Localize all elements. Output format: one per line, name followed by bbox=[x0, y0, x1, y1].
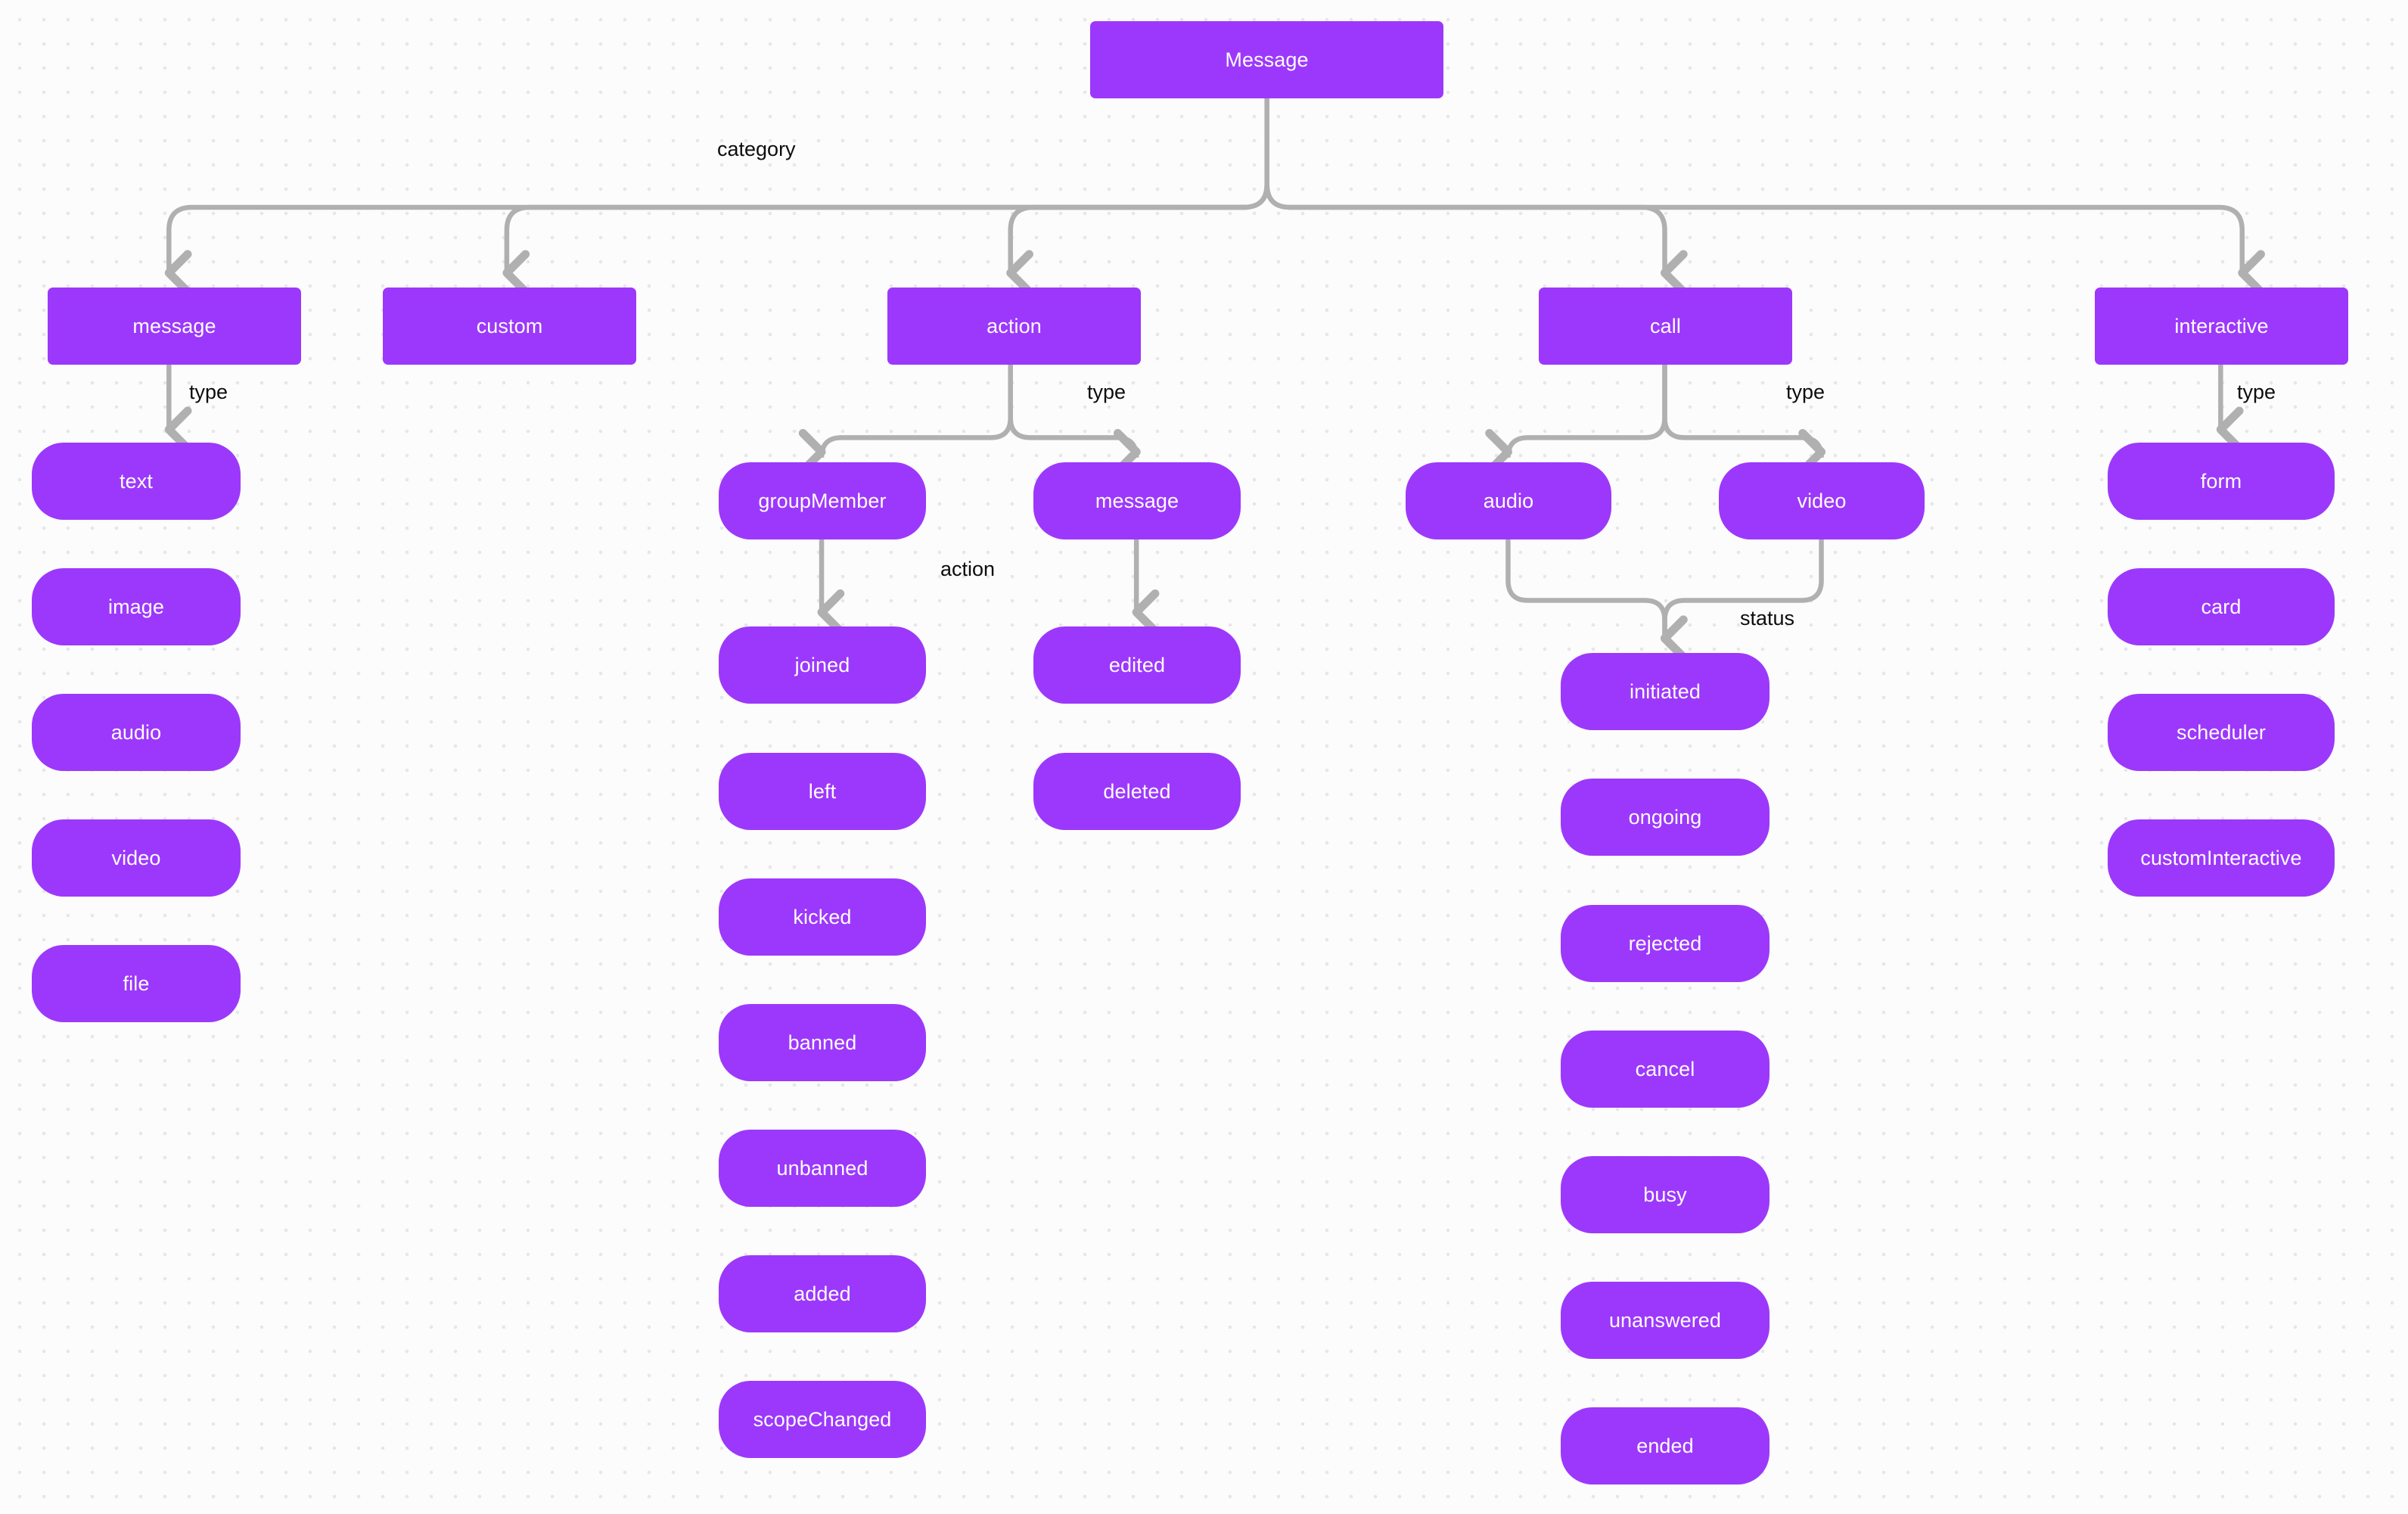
node-category-message[interactable]: message bbox=[48, 288, 301, 365]
edge-label-message-type: type bbox=[189, 381, 228, 403]
node-call-status-busy[interactable]: busy bbox=[1561, 1156, 1769, 1233]
node-call-status-ongoing[interactable]: ongoing bbox=[1561, 779, 1769, 856]
node-action-type-message[interactable]: message bbox=[1033, 462, 1241, 539]
edge-label-action-type: type bbox=[1087, 381, 1126, 403]
node-message-type-file[interactable]: file bbox=[32, 945, 241, 1022]
node-category-call[interactable]: call bbox=[1539, 288, 1792, 365]
node-interactive-type-form[interactable]: form bbox=[2108, 443, 2335, 520]
node-category-interactive[interactable]: interactive bbox=[2095, 288, 2348, 365]
node-action-type-groupmember[interactable]: groupMember bbox=[719, 462, 926, 539]
edge-label-interactive-type: type bbox=[2237, 381, 2276, 403]
node-message-type-image[interactable]: image bbox=[32, 568, 241, 645]
edge-label-category: category bbox=[717, 138, 796, 160]
node-groupmember-action-kicked[interactable]: kicked bbox=[719, 878, 926, 956]
node-groupmember-action-added[interactable]: added bbox=[719, 1255, 926, 1332]
node-call-status-rejected[interactable]: rejected bbox=[1561, 905, 1769, 982]
node-groupmember-action-scopechanged[interactable]: scopeChanged bbox=[719, 1381, 926, 1458]
node-message-action-edited[interactable]: edited bbox=[1033, 626, 1241, 704]
node-message-type-audio[interactable]: audio bbox=[32, 694, 241, 771]
node-message-type-text[interactable]: text bbox=[32, 443, 241, 520]
edge-label-call-status: status bbox=[1740, 607, 1795, 630]
node-root[interactable]: Message bbox=[1090, 21, 1443, 98]
node-interactive-type-card[interactable]: card bbox=[2108, 568, 2335, 645]
node-category-action[interactable]: action bbox=[887, 288, 1141, 365]
edge-label-action-action: action bbox=[940, 558, 996, 580]
node-groupmember-action-banned[interactable]: banned bbox=[719, 1004, 926, 1081]
node-interactive-type-custominteractive[interactable]: customInteractive bbox=[2108, 819, 2335, 897]
node-category-custom[interactable]: custom bbox=[383, 288, 636, 365]
node-groupmember-action-left[interactable]: left bbox=[719, 753, 926, 830]
node-call-type-audio[interactable]: audio bbox=[1406, 462, 1611, 539]
node-call-status-initiated[interactable]: initiated bbox=[1561, 653, 1769, 730]
node-call-status-unanswered[interactable]: unanswered bbox=[1561, 1282, 1769, 1359]
node-interactive-type-scheduler[interactable]: scheduler bbox=[2108, 694, 2335, 771]
node-groupmember-action-joined[interactable]: joined bbox=[719, 626, 926, 704]
node-message-action-deleted[interactable]: deleted bbox=[1033, 753, 1241, 830]
edge-label-call-type: type bbox=[1786, 381, 1825, 403]
node-groupmember-action-unbanned[interactable]: unbanned bbox=[719, 1130, 926, 1207]
node-call-status-ended[interactable]: ended bbox=[1561, 1407, 1769, 1484]
node-call-type-video[interactable]: video bbox=[1719, 462, 1925, 539]
node-call-status-cancel[interactable]: cancel bbox=[1561, 1031, 1769, 1108]
node-message-type-video[interactable]: video bbox=[32, 819, 241, 897]
